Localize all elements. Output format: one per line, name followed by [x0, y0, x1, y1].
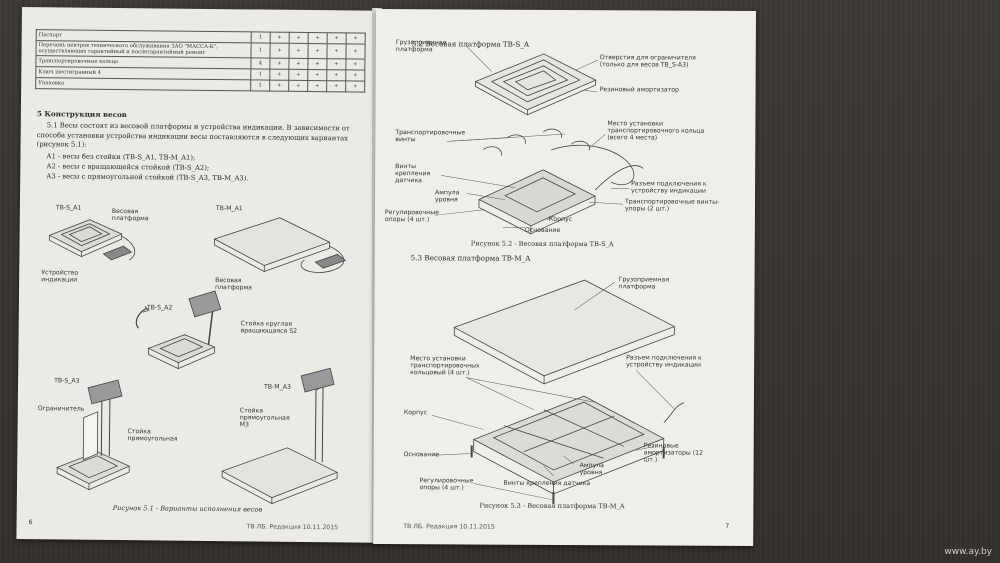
- figure-5-2-5-3-drawings: [431, 45, 685, 504]
- page-number-left: 6: [28, 519, 33, 527]
- label-platform-1: Весовая платформа: [111, 207, 149, 223]
- label-stand-m3: Стойка прямоугольная М3: [239, 407, 290, 429]
- label-53-body: Корпус: [403, 409, 428, 417]
- section-5-3: 5.3 Весовая платформа ТВ-M_A: [410, 253, 531, 263]
- label-tvm-a3: ТВ-M_A3: [263, 383, 291, 391]
- label-indicator: Устройство индикации: [41, 269, 79, 284]
- label-52-sensor-screws: Винты крепления датчика: [395, 163, 431, 185]
- label-53-mount-place: Место установки транспортировочных кольц…: [410, 355, 480, 377]
- label-52-level: Ампула уровня: [434, 189, 460, 204]
- label-52-cargo-platform: Грузоприемная платформа: [395, 39, 447, 54]
- right-page: 5.2 Весовая платформа ТВ-S_A: [373, 9, 756, 546]
- label-52-transport-screws-2: Транспортировочные винты-упоры (2 шт.): [624, 198, 720, 213]
- page-number-right: 7: [725, 522, 730, 530]
- label-tvs-a3: ТВ-S_A3: [54, 377, 80, 385]
- label-52-base: Основание: [524, 226, 561, 234]
- caption-5-2: Рисунок 5.2 - Весовая платформа ТВ-S_A: [470, 239, 614, 249]
- caption-5-1: Рисунок 5.1 - Варианты исполнения весов: [112, 503, 263, 514]
- label-53-rubber: Резиновые амортизаторы (12 шт.): [643, 442, 704, 464]
- label-53-connector: Разъем подключения к устройству индикаци…: [626, 354, 702, 369]
- footer-right: ТВ ЛБ. Редакция 10.11.2015: [403, 523, 495, 531]
- label-stand-round: Стойка круглая вращающаяся S2: [240, 320, 298, 335]
- label-limiter: Ограничитель: [37, 405, 85, 413]
- label-tvm-a1: ТВ-M_A1: [215, 205, 243, 213]
- label-52-transport-screws: Транспортировочные винты: [395, 129, 466, 144]
- label-53-sensor-screws: Винты крепления датчика: [503, 479, 591, 488]
- label-53-cargo-platform: Грузоприемная платформа: [618, 276, 670, 291]
- label-53-level: Ампула уровня: [579, 462, 604, 477]
- footer-left: ТВ ЛБ. Редакция 10.11.2015: [246, 523, 339, 532]
- label-tvs-a2: ТВ-S_A2: [146, 304, 173, 312]
- label-52-feet: Регулировочные опоры (4 шт.): [384, 209, 439, 224]
- label-52-connector: Разъем подключения к устройству индикаци…: [631, 180, 707, 195]
- figure-5-1-drawings: [48, 217, 347, 505]
- label-52-mount-place: Место установки транспортировочного коль…: [607, 120, 705, 142]
- label-52-holes: Отверстия для ограничителя (только для в…: [599, 54, 696, 69]
- label-53-base: Основание: [403, 451, 440, 459]
- caption-5-3: Рисунок 5.3 - Весовая платформа ТВ-M_A: [479, 501, 625, 511]
- watermark: www.ay.by: [944, 547, 992, 557]
- label-52-rubber: Резиновый амортизатор: [599, 86, 680, 94]
- label-stand-rect: Стойка прямоугольная: [127, 428, 178, 443]
- label-52-body: Корпус: [548, 215, 573, 224]
- label-tvs-a1: ТВ-S_A1: [55, 204, 82, 212]
- label-platform-2: Весовая платформа: [215, 277, 252, 292]
- label-53-feet: Регулировочные опоры (4 шт.): [419, 477, 474, 492]
